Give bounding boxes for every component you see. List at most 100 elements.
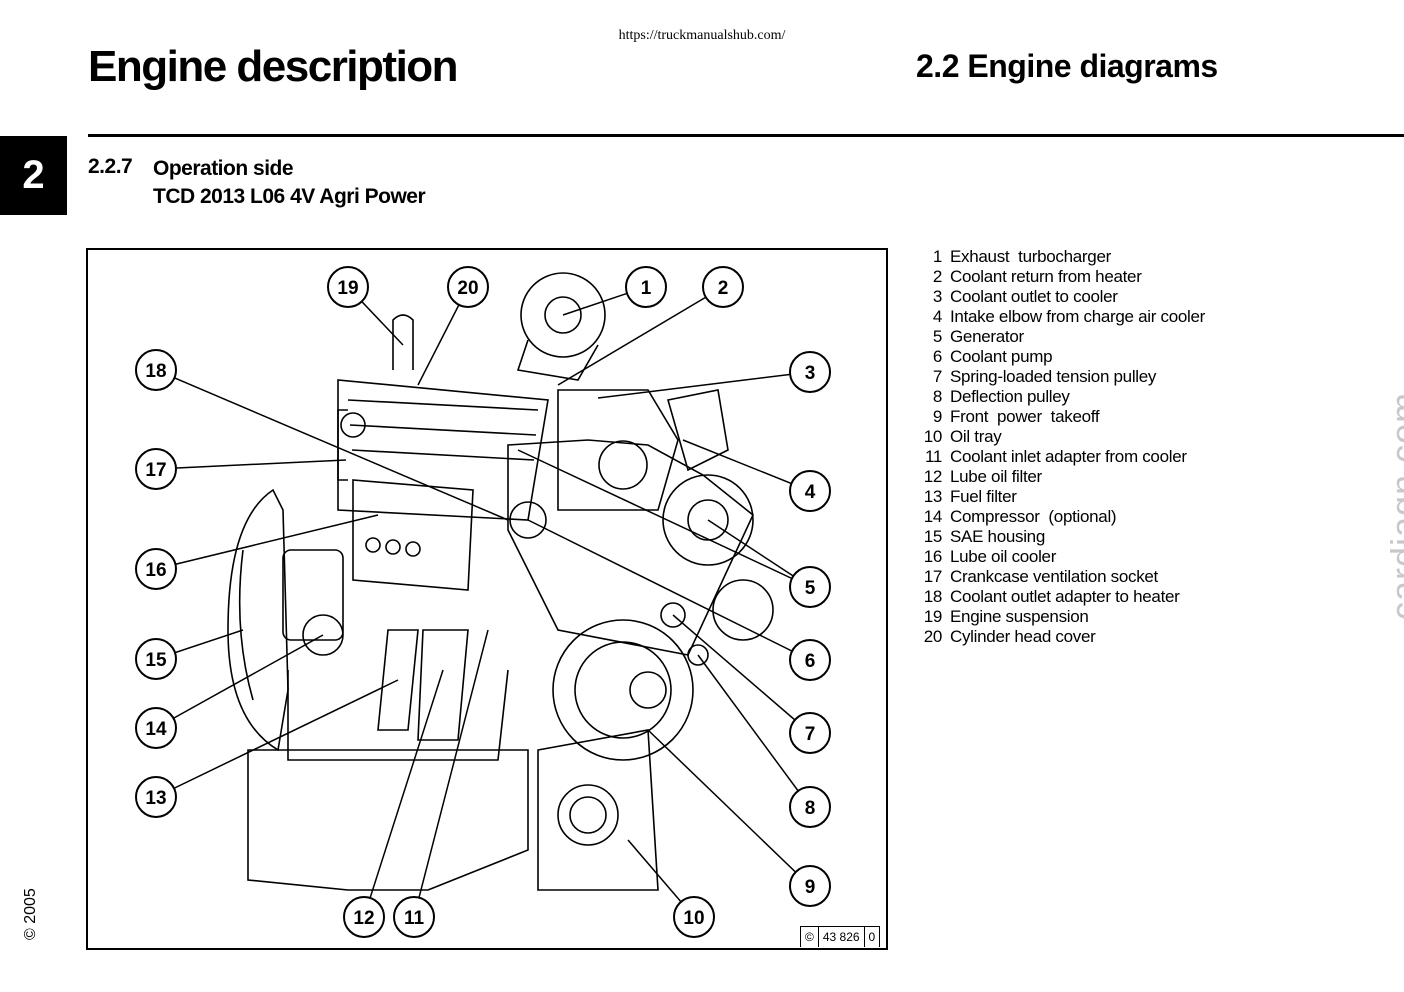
legend-number: 18 <box>923 587 943 606</box>
legend-label: Coolant outlet adapter to heater <box>950 587 1180 606</box>
header-rule <box>88 134 1404 137</box>
legend-label: Exhaust turbocharger <box>950 247 1111 266</box>
callout-circle <box>135 638 177 680</box>
callout-label: 11 <box>404 908 425 929</box>
leader-line <box>155 679 399 798</box>
callout: 11 <box>393 896 435 938</box>
subsection-title: Operation side <box>153 157 294 180</box>
chapter-tab: 2 <box>0 136 67 215</box>
legend-label: Cylinder head cover <box>950 627 1096 646</box>
callout-circle <box>447 266 489 308</box>
callout: 19 <box>327 266 369 308</box>
legend-item: 11 Coolant inlet adapter from cooler <box>918 447 1205 467</box>
callout: 18 <box>135 349 177 391</box>
legend-number: 12 <box>923 467 943 486</box>
legend-label: Coolant inlet adapter from cooler <box>950 447 1187 466</box>
fuel-filter-shape <box>377 629 419 731</box>
legend-number: 13 <box>923 487 943 506</box>
compressor-head <box>302 614 344 656</box>
callout-label: 13 <box>145 788 166 809</box>
callout: 2 <box>702 266 744 308</box>
callout-label: 18 <box>145 361 166 382</box>
legend-item: 14 Compressor (optional) <box>918 507 1205 527</box>
legend-number: 3 <box>932 287 942 306</box>
coolant-pump-pulley <box>598 440 648 490</box>
cooler-port <box>405 541 421 557</box>
callout: 13 <box>135 776 177 818</box>
callout: 16 <box>135 548 177 590</box>
callout-label: 12 <box>353 908 374 929</box>
legend-label: Oil tray <box>950 427 1002 446</box>
callout-circle <box>789 712 831 754</box>
legend-number: 15 <box>923 527 943 546</box>
pto-bore <box>569 796 607 834</box>
legend-number: 11 <box>924 447 942 466</box>
callout: 4 <box>789 470 831 512</box>
legend-number: 4 <box>932 307 942 326</box>
ac-compressor <box>712 579 774 641</box>
legend-number: 19 <box>923 607 943 626</box>
callout: 17 <box>135 448 177 490</box>
callout: 1 <box>625 266 667 308</box>
callout-circle <box>789 786 831 828</box>
callout-circle <box>789 470 831 512</box>
deflection-pulley <box>660 602 686 628</box>
callout-label: 7 <box>805 724 816 745</box>
callout-label: 15 <box>145 650 167 671</box>
figure-id-number: 43 826 <box>819 927 865 947</box>
drive-belt <box>507 439 754 656</box>
leader-line <box>672 614 811 734</box>
breather-cap <box>340 412 366 438</box>
cooler-port <box>385 539 401 555</box>
legend-label: Coolant return from heater <box>950 267 1142 286</box>
callout-label: 1 <box>641 278 652 299</box>
legend-label: Compressor (optional) <box>950 507 1117 526</box>
legend-number: 7 <box>932 367 942 386</box>
callout-circle <box>135 707 177 749</box>
lube-filter-shape <box>417 629 469 741</box>
callout-label: 6 <box>805 651 816 672</box>
callout-label: 9 <box>805 877 816 898</box>
leader-line <box>363 669 444 918</box>
callout: 5 <box>789 566 831 608</box>
leader-line <box>155 369 509 521</box>
legend-label: Front power takeoff <box>950 407 1100 426</box>
legend-label: Coolant pump <box>950 347 1053 366</box>
callout-label: 4 <box>805 482 816 503</box>
callout-label: 14 <box>145 719 167 740</box>
legend-number: 8 <box>932 387 942 406</box>
leader-line <box>155 634 324 729</box>
callout: 10 <box>673 896 715 938</box>
crank-pulley-inner <box>574 641 672 739</box>
figure-id: © 43 826 0 <box>800 926 881 947</box>
subsection-number: 2.2.7 <box>88 155 133 178</box>
callout-circle <box>393 896 435 938</box>
block-lower <box>287 669 509 761</box>
tension-pulley <box>509 501 547 539</box>
callout: 8 <box>789 786 831 828</box>
legend-label: Generator <box>950 327 1024 346</box>
legend-label: Lube oil cooler <box>950 547 1057 566</box>
engine-drawing <box>227 272 774 891</box>
callout: 15 <box>135 638 177 680</box>
breather-pipe <box>337 409 348 481</box>
legend-number: 14 <box>923 507 943 526</box>
legend-label: Lube oil filter <box>950 467 1042 486</box>
callout-circle <box>789 865 831 907</box>
copyright: © 2005 <box>22 888 39 940</box>
callout-circle <box>625 266 667 308</box>
legend-number: 5 <box>932 327 942 346</box>
subsection-subtitle: TCD 2013 L06 4V Agri Power <box>153 185 426 208</box>
cooler-port <box>365 537 381 553</box>
callout-circle <box>789 351 831 393</box>
